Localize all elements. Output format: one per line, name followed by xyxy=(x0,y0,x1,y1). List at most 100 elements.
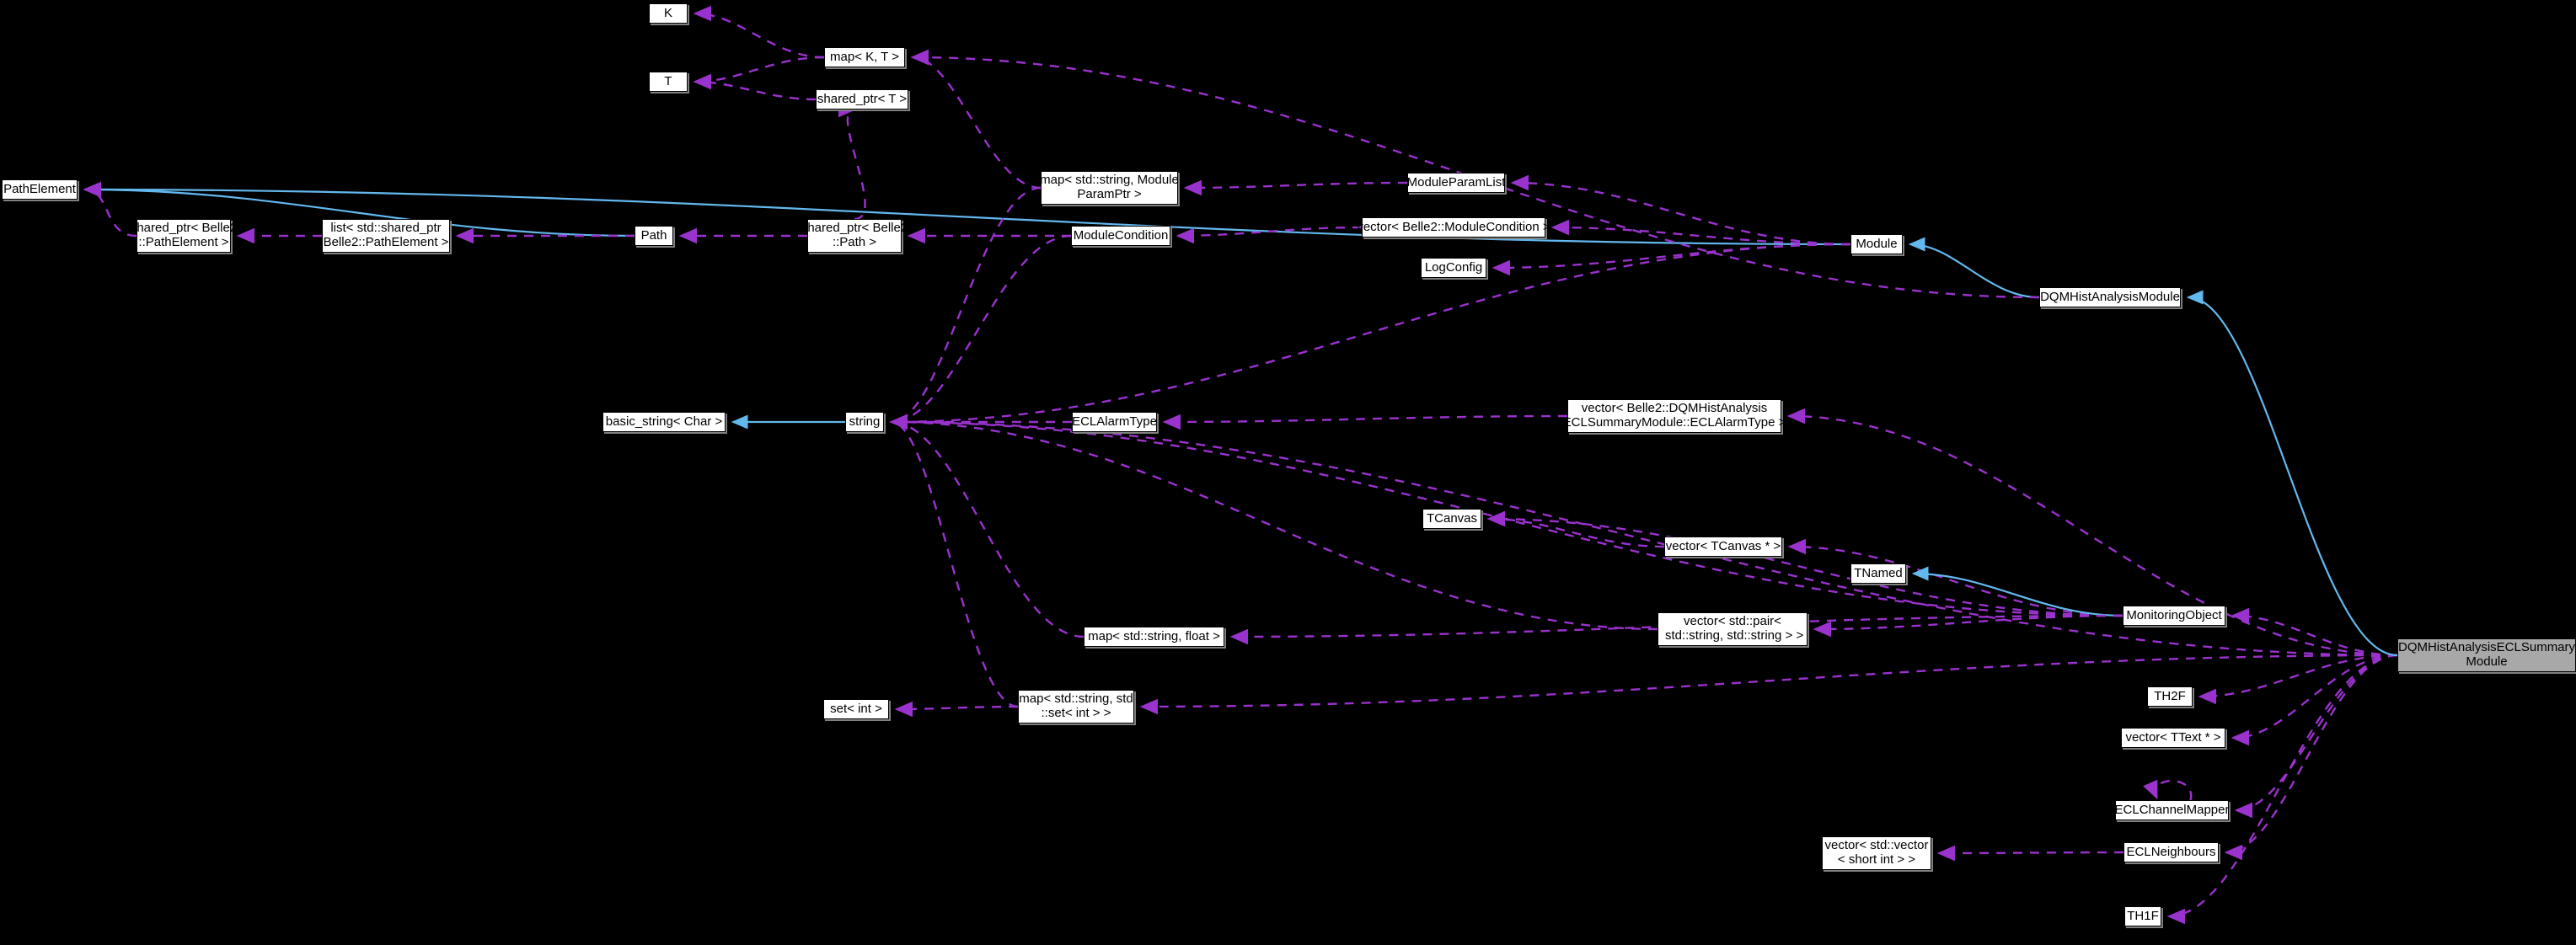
edge-ECLNeighbours-to-vectorVectorShortInt xyxy=(1936,845,2124,862)
class-node-label: vector< TCanvas * > xyxy=(1665,538,1781,553)
class-node-string[interactable]: string xyxy=(845,412,884,432)
class-node-label: TNamed xyxy=(1854,565,1903,580)
edge-ECLSummaryModule-to-string xyxy=(889,414,2398,657)
class-node-mapKT[interactable]: map< K, T > xyxy=(824,47,905,67)
class-node-label: shared_ptr< T > xyxy=(817,91,908,106)
edge-sharedPtrPath-to-sharedPtrT xyxy=(838,101,866,221)
class-node-vectorECLAlarmType[interactable]: vector< Belle2::DQMHistAnalysis ECLSumma… xyxy=(1563,399,1786,433)
class-node-PathElement[interactable]: PathElement xyxy=(2,179,78,200)
class-node-label: vector< std::pair< std::string, std::str… xyxy=(1664,614,1804,643)
class-node-ECLAlarmType[interactable]: ECLAlarmType xyxy=(1072,412,1157,432)
edge-ECLSummaryModule-to-MonitoringObject xyxy=(2231,607,2398,657)
edge-Module-to-ModuleParamList xyxy=(1510,174,1851,246)
class-node-sharedPtrPathElement[interactable]: shared_ptr< Belle2 ::PathElement > xyxy=(131,219,237,253)
edge-Path-to-PathElement xyxy=(83,182,635,238)
class-node-K[interactable]: K xyxy=(649,3,688,24)
edge-ECLSummaryModule-to-DQMHistAnalysisModule xyxy=(2186,290,2398,657)
class-node-label: TH1F xyxy=(2127,908,2159,923)
class-node-label: string xyxy=(849,414,881,429)
class-node-label: vector< Belle2::ModuleCondition > xyxy=(1357,219,1550,234)
class-node-label: K xyxy=(663,5,672,20)
edge-ECLSummaryModule-to-ECLNeighbours xyxy=(2224,654,2398,861)
class-node-TH2F[interactable]: TH2F xyxy=(2147,686,2193,707)
class-node-sharedPtrPath[interactable]: shared_ptr< Belle2 ::Path > xyxy=(801,219,908,253)
class-node-label: MonitoringObject xyxy=(2126,607,2222,622)
edge-Module-to-string xyxy=(889,243,1851,430)
class-node-Module[interactable]: Module xyxy=(1850,234,1903,254)
edge-DQMHistAnalysisModule-to-Module xyxy=(1908,237,2040,299)
class-node-sharedPtrT[interactable]: shared_ptr< T > xyxy=(816,89,908,109)
edge-MonitoringObject-to-mapStringFloat xyxy=(1229,614,2123,645)
edge-MonitoringObject-to-TCanvas xyxy=(1486,510,2123,617)
class-node-label: map< K, T > xyxy=(830,49,899,64)
class-node-label: TH2F xyxy=(2154,688,2186,703)
edge-Module-to-vectorModuleCondition xyxy=(1550,219,1851,246)
class-node-label: map< std::string, std ::set< int > > xyxy=(1019,691,1133,720)
edge-ModuleCondition-to-string xyxy=(889,234,1072,430)
class-node-label: list< std::shared_ptr < Belle2::PathElem… xyxy=(312,221,460,249)
class-node-label: map< std::string, float > xyxy=(1088,628,1220,643)
class-node-label: Path xyxy=(640,227,667,243)
class-node-label: vector< TText * > xyxy=(2125,729,2221,745)
class-node-mapStringFloat[interactable]: map< std::string, float > xyxy=(1084,627,1224,647)
class-node-mapStringModuleParamPtr[interactable]: map< std::string, Module ParamPtr > xyxy=(1040,171,1179,205)
edge-sharedPtrPathElement-to-PathElement xyxy=(83,181,137,238)
class-node-ModuleParamList[interactable]: ModuleParamList xyxy=(1407,173,1505,193)
edge-MonitoringObject-to-vectorPairStringString xyxy=(1813,614,2123,638)
class-node-label: DQMHistAnalysisModule xyxy=(2040,289,2180,304)
class-node-label: ECLNeighbours xyxy=(2126,844,2216,859)
class-node-label: ECLChannelMapper xyxy=(2114,802,2230,817)
class-node-MonitoringObject[interactable]: MonitoringObject xyxy=(2123,606,2225,626)
class-node-label: ModuleCondition xyxy=(1073,227,1169,243)
edge-ECLSummaryModule-to-TH1F xyxy=(2166,654,2398,925)
class-node-ECLSummaryModule[interactable]: DQMHistAnalysisECLSummary Module xyxy=(2397,638,2576,672)
class-node-label: vector< std::vector < short int > > xyxy=(1824,838,1929,867)
edge-mapKT-to-K xyxy=(693,5,825,59)
class-node-label: set< int > xyxy=(830,701,882,716)
edge-ModuleParamList-to-mapStringModuleParamPtr xyxy=(1183,179,1408,196)
class-node-LogConfig[interactable]: LogConfig xyxy=(1421,258,1486,278)
class-node-label: vector< Belle2::DQMHistAnalysis ECLSumma… xyxy=(1562,401,1786,430)
edge-vectorECLAlarmType-to-ECLAlarmType xyxy=(1162,414,1568,430)
class-node-mapStringSetInt[interactable]: map< std::string, std ::set< int > > xyxy=(1018,690,1134,723)
class-node-TCanvas[interactable]: TCanvas xyxy=(1422,509,1481,529)
edge-mapStringFloat-to-string xyxy=(889,414,1084,638)
class-node-basicStringChar[interactable]: basic_string< Char > xyxy=(602,412,726,432)
class-node-label: basic_string< Char > xyxy=(605,414,723,429)
class-node-label: Module xyxy=(1856,236,1898,251)
class-node-vectorTTextPtr[interactable]: vector< TText * > xyxy=(2121,728,2225,748)
class-node-ECLChannelMapper[interactable]: ECLChannelMapper xyxy=(2115,800,2229,820)
class-node-label: ModuleParamList xyxy=(1406,174,1506,190)
class-node-label: DQMHistAnalysisECLSummary Module xyxy=(2397,640,2576,669)
edge-ECLSummaryModule-to-mapStringSetInt xyxy=(1139,654,2398,715)
class-node-ECLNeighbours[interactable]: ECLNeighbours xyxy=(2123,842,2219,862)
class-node-label: ECLAlarmType xyxy=(1072,414,1157,429)
class-node-ModuleCondition[interactable]: ModuleCondition xyxy=(1071,226,1170,246)
class-node-label: T xyxy=(664,73,672,88)
edge-Module-to-PathElement xyxy=(83,182,1851,246)
class-node-DQMHistAnalysisModule[interactable]: DQMHistAnalysisModule xyxy=(2039,287,2181,307)
class-node-TNamed[interactable]: TNamed xyxy=(1850,563,1906,584)
edge-mapStringSetInt-to-string xyxy=(889,414,1019,708)
edge-vectorPairStringString-to-string xyxy=(889,414,1658,631)
edge-ECLSummaryModule-to-TH2F xyxy=(2198,654,2398,705)
class-node-vectorVectorShortInt[interactable]: vector< std::vector < short int > > xyxy=(1822,836,1931,870)
edge-mapStringModuleParamPtr-to-string xyxy=(889,186,1042,430)
edge-sharedPtrT-to-T xyxy=(693,73,817,101)
class-node-TH1F[interactable]: TH1F xyxy=(2124,906,2161,926)
edge-vectorTCanvasPtr-to-TCanvas xyxy=(1486,510,1665,548)
edge-mapStringSetInt-to-setInt xyxy=(894,701,1019,718)
class-node-listSharedPtrPathElem[interactable]: list< std::shared_ptr < Belle2::PathElem… xyxy=(313,219,459,253)
edge-ECLSummaryModule-to-vectorTTextPtr xyxy=(2231,654,2398,746)
class-node-vectorModuleCondition[interactable]: vector< Belle2::ModuleCondition > xyxy=(1357,217,1550,238)
class-node-vectorTCanvasPtr[interactable]: vector< TCanvas * > xyxy=(1664,537,1782,557)
class-node-setInt[interactable]: set< int > xyxy=(823,699,889,719)
class-node-T[interactable]: T xyxy=(649,72,688,92)
class-node-Path[interactable]: Path xyxy=(635,226,673,246)
class-node-vectorPairStringString[interactable]: vector< std::pair< std::string, std::str… xyxy=(1658,612,1807,646)
edge-vectorModuleCondition-to-ModuleCondition xyxy=(1176,226,1363,244)
class-node-label: shared_ptr< Belle2 ::Path > xyxy=(801,221,908,249)
edge-mapKT-to-T xyxy=(693,56,825,90)
edge-MonitoringObject-to-TNamed xyxy=(1911,566,2123,617)
